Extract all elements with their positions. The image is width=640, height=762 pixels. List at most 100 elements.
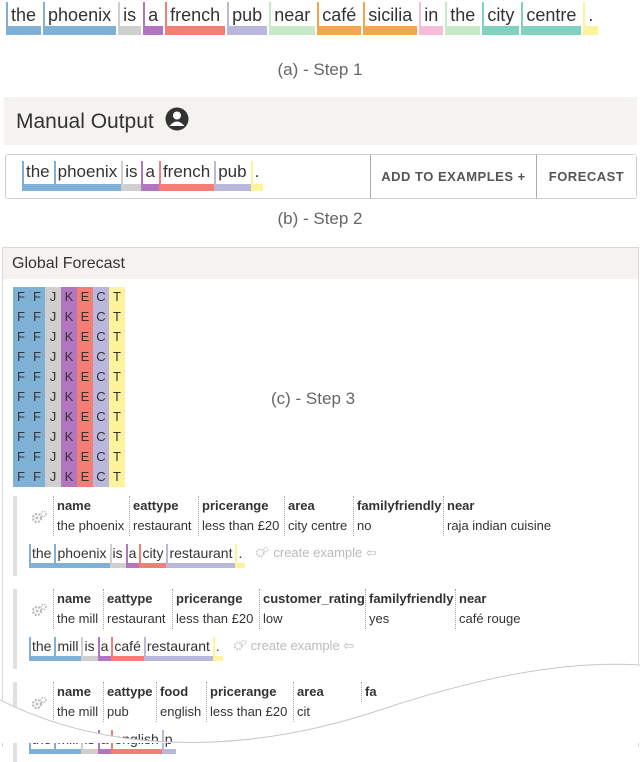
forecast-grid-cell: K — [64, 309, 74, 324]
forecast-grid-cell: T — [113, 429, 121, 444]
token[interactable]: a — [143, 2, 164, 35]
create-example-link[interactable]: create example ⇦ — [255, 544, 377, 562]
forecast-grid-cell: K — [64, 369, 74, 384]
cogs-icon — [31, 510, 47, 524]
attribute-value: city centre — [288, 518, 348, 533]
attribute-value: the phoenix — [57, 518, 125, 533]
manual-output-header: Manual Output — [4, 97, 637, 145]
token[interactable]: is — [118, 2, 142, 35]
cogs-icon — [256, 546, 270, 558]
token[interactable]: phoenix — [43, 2, 117, 35]
forecast-grid-cell: J — [49, 449, 57, 464]
forecast-grid-cell: E — [80, 409, 90, 424]
step2-caption: (b) - Step 2 — [277, 209, 363, 228]
token[interactable]: near — [269, 2, 316, 35]
attribute-key: food — [160, 684, 189, 699]
token[interactable]: french — [165, 2, 226, 35]
token[interactable]: a — [141, 161, 160, 191]
token[interactable]: phoenix — [53, 161, 122, 191]
create-example-label: create example ⇦ — [250, 638, 355, 653]
token[interactable]: centre — [521, 2, 582, 35]
attribute-key: area — [288, 498, 315, 513]
forecast-grid-cell: K — [64, 349, 74, 364]
token[interactable]: mill — [54, 637, 82, 661]
token[interactable]: café — [111, 637, 145, 661]
attribute-key: area — [297, 684, 324, 699]
attribute-key: fa — [365, 684, 377, 699]
attribute-value: less than £20 — [202, 518, 280, 533]
forecast-grid-cell: E — [80, 349, 90, 364]
forecast-grid-cell: C — [96, 329, 106, 344]
token[interactable]: in — [419, 2, 444, 35]
token[interactable]: city — [482, 2, 520, 35]
token[interactable]: restaurant — [143, 637, 213, 661]
forecast-grid-cell: K — [64, 449, 74, 464]
forecast-grid-cell: F — [17, 289, 25, 304]
attribute-value: restaurant — [107, 611, 166, 626]
forecast-grid-cell: K — [64, 329, 74, 344]
forecast-grid-cell: C — [96, 449, 106, 464]
forecast-grid-cell: F — [33, 469, 41, 484]
attribute-cell: area city centre — [284, 496, 347, 536]
token[interactable]: pub — [227, 2, 268, 35]
token[interactable]: . — [583, 2, 599, 35]
attribute-key: eattype — [133, 498, 179, 513]
forecast-grid-cell: C — [96, 469, 106, 484]
forecast-grid-cell: K — [64, 289, 74, 304]
token[interactable]: . — [235, 544, 246, 568]
token[interactable]: is — [109, 544, 126, 568]
attribute-value: the mill — [57, 611, 99, 626]
forecast-grid-cell: F — [17, 429, 25, 444]
forecast-grid-cell: K — [64, 469, 74, 484]
forecast-grid-cell: C — [96, 369, 106, 384]
attribute-key: eattype — [107, 684, 153, 699]
token[interactable]: café — [317, 2, 362, 35]
add-to-examples-button[interactable]: ADD TO EXAMPLES + — [370, 155, 536, 198]
token[interactable]: restaurant — [166, 544, 236, 568]
global-forecast-title: Global Forecast — [3, 248, 638, 279]
cogs-icon — [233, 639, 247, 651]
token[interactable]: a — [97, 637, 112, 661]
token[interactable]: the — [445, 2, 481, 35]
token[interactable]: is — [81, 637, 98, 661]
token[interactable]: the — [6, 2, 42, 35]
attribute-key: eattype — [107, 591, 153, 606]
create-example-link[interactable]: create example ⇦ — [233, 637, 354, 655]
token[interactable]: french — [158, 161, 215, 191]
attribute-value: cit — [297, 704, 310, 719]
forecast-grid-cell: F — [33, 389, 41, 404]
token[interactable]: the — [22, 161, 54, 191]
token[interactable]: the — [29, 637, 55, 661]
forecast-grid-cell: K — [64, 389, 74, 404]
token[interactable]: sicilia — [363, 2, 418, 35]
token[interactable]: phoenix — [54, 544, 110, 568]
token[interactable]: city — [139, 544, 167, 568]
torn-edge — [0, 663, 640, 743]
token[interactable]: the — [29, 544, 55, 568]
forecast-grid-cell: F — [33, 369, 41, 384]
forecast-grid-cell: F — [17, 469, 25, 484]
token[interactable]: . — [212, 637, 223, 661]
token[interactable]: is — [121, 161, 142, 191]
attribute-value: restaurant — [133, 518, 192, 533]
token[interactable]: . — [250, 161, 264, 191]
token[interactable]: pub — [214, 161, 251, 191]
forecast-grid-cell: E — [80, 429, 90, 444]
token[interactable]: a — [125, 544, 140, 568]
forecast-button[interactable]: FORECAST — [536, 155, 636, 198]
forecast-grid-cell: F — [33, 349, 41, 364]
attribute-value: no — [357, 518, 372, 533]
manual-output-title: Manual Output — [16, 110, 154, 133]
